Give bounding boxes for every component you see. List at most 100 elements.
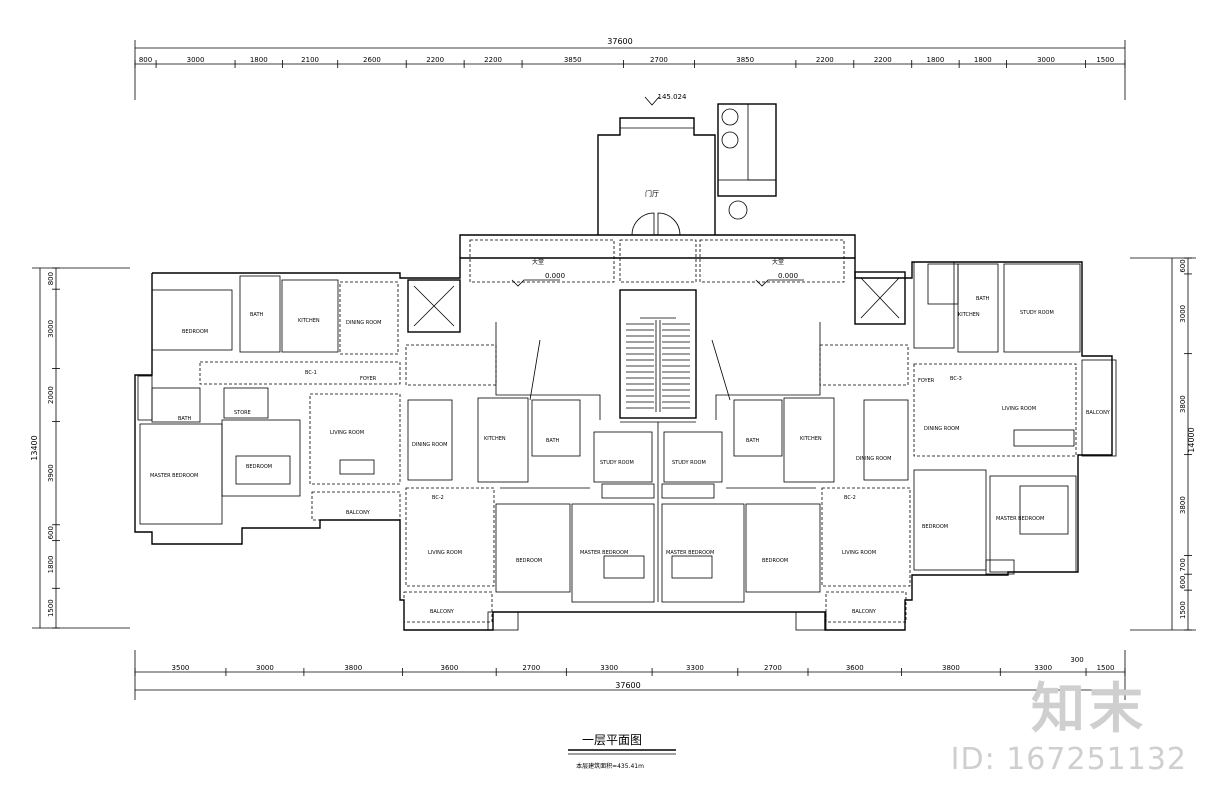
room-bedroom-bc2l: BEDROOM (516, 558, 542, 564)
right-dim-2: 3800 (1179, 395, 1187, 413)
room-dining-bc2r: DINING ROOM (856, 456, 891, 462)
lobby-right-label: 大堂 (772, 258, 784, 266)
room-balcony-bc3: BALCONY (1086, 410, 1111, 416)
top-dim-5: 2200 (426, 56, 444, 64)
bottom-dim-5: 3300 (600, 664, 618, 672)
top-dim-14: 3000 (1037, 56, 1055, 64)
room-balcony-bc2r: BALCONY (852, 609, 877, 615)
room-kitchen-bc1: KITCHEN (298, 318, 320, 324)
room-living-bc2r: LIVING ROOM (842, 550, 876, 556)
unit-tag-bc3: BC-3 (950, 376, 962, 382)
room-study-bc3: STUDY ROOM (1020, 310, 1054, 316)
top-dim-ticks: 800 3000 1800 2100 2600 2200 2200 3850 2700 3850 2… (134, 56, 1126, 68)
right-total-dim: 14000 (1187, 427, 1196, 452)
unit-bc1: BEDROOM BATH KITCHEN DINING ROOM BC-1 FO… (137, 275, 401, 525)
unit-tag-bc2l: BC-2 (432, 495, 444, 501)
entrance-block: 门厅 145.024 (597, 93, 777, 236)
elev-right: 0.000 (778, 272, 798, 280)
top-dim-8: 2700 (650, 56, 668, 64)
room-living-bc2l: LIVING ROOM (428, 550, 462, 556)
bottom-dim-6: 3300 (686, 664, 704, 672)
top-dim-15: 1500 (1096, 56, 1114, 64)
bottom-dim-7: 2700 (764, 664, 782, 672)
bottom-dim-11: 1500 (1097, 664, 1115, 672)
room-master-bc2l: MASTER BEDROOM (580, 550, 628, 556)
lobby-left-label: 大堂 (532, 258, 544, 266)
bottom-extra-dim: 300 (1070, 656, 1083, 664)
left-dim-5: 1800 (47, 556, 55, 574)
room-bedroom-bc3: BEDROOM (922, 524, 948, 530)
unit-tag-bc2r: BC-2 (844, 495, 856, 501)
room-bedroom2-bc1: BEDROOM (246, 464, 272, 470)
level-mark-top: 145.024 (658, 93, 687, 101)
elevator-left (407, 279, 461, 333)
left-dim-0: 800 (47, 272, 55, 285)
left-dim-4: 600 (47, 526, 55, 539)
room-bath-bc1: BATH (250, 312, 264, 318)
bottom-dim-8: 3600 (846, 664, 864, 672)
left-dim-2: 2000 (47, 386, 55, 404)
room-dining-bc3: DINING ROOM (924, 426, 959, 432)
room-kitchen-bc2r: KITCHEN (800, 436, 822, 442)
watermark-logo: 知末 (1031, 677, 1147, 740)
bottom-dim-4: 2700 (522, 664, 540, 672)
room-bedroom-bc2r: BEDROOM (762, 558, 788, 564)
top-dim-12: 1800 (927, 56, 945, 64)
room-foyer-bc1: FOYER (360, 376, 377, 382)
top-dim-0: 800 (139, 56, 152, 64)
bottom-dim-9: 3800 (942, 664, 960, 672)
unit-bc3: KITCHEN BATH STUDY ROOM BC-3 FOYER DININ… (913, 261, 1117, 575)
room-dining-bc2l: DINING ROOM (412, 442, 447, 448)
room-living-bc1: LIVING ROOM (330, 430, 364, 436)
top-dim-11: 2200 (874, 56, 892, 64)
top-dimension-chain: 37600 800 3000 1800 2100 2600 2200 2200 3850 270… (134, 37, 1126, 100)
room-living-bc3: LIVING ROOM (1002, 406, 1036, 412)
top-dim-10: 2200 (816, 56, 834, 64)
room-bath-bc2l: BATH (546, 438, 560, 444)
top-dim-1: 3000 (187, 56, 205, 64)
right-dim-4: 700 (1179, 558, 1187, 571)
drawing-title: 一层平面图 (582, 733, 642, 747)
title-block: 一层平面图 本层建筑面积=435.41m (568, 733, 676, 770)
unit-bc2-right: DINING ROOM KITCHEN BATH STUDY ROOM BC-2… (661, 344, 911, 631)
top-dim-6: 2200 (484, 56, 502, 64)
room-bath-bc3: BATH (976, 296, 990, 302)
top-dim-3: 2100 (301, 56, 319, 64)
room-foyer-bc3: FOYER (918, 378, 935, 384)
bottom-dim-3: 3600 (440, 664, 458, 672)
unit-tag-bc1: BC-1 (305, 370, 317, 376)
top-dim-13: 1800 (974, 56, 992, 64)
left-dim-ticks: 800 3000 2000 3900 600 1800 1500 (47, 267, 60, 629)
right-dim-6: 1500 (1179, 601, 1187, 619)
room-dining-bc1: DINING ROOM (346, 320, 381, 326)
watermark-id: ID: 167251132 (950, 742, 1187, 777)
bottom-dim-10: 3300 (1034, 664, 1052, 672)
room-bath-bc2r: BATH (746, 438, 760, 444)
elevator-right (854, 271, 906, 325)
room-master-bc2r: MASTER BEDROOM (666, 550, 714, 556)
room-kitchen-bc3: KITCHEN (958, 312, 980, 318)
top-dim-7: 3850 (564, 56, 582, 64)
bottom-dim-2: 3800 (344, 664, 362, 672)
bottom-total-dim: 37600 (615, 681, 640, 690)
stair-core (619, 289, 697, 419)
right-dim-3: 3800 (1179, 496, 1187, 514)
room-balcony-bc2l: BALCONY (430, 609, 455, 615)
lobby-bar: 大堂 大堂 0.000 0.000 (459, 234, 856, 287)
left-dim-6: 1500 (47, 599, 55, 617)
top-total-dim: 37600 (607, 37, 632, 46)
unit-bc2-left: DINING ROOM KITCHEN BATH STUDY ROOM BC-2… (403, 344, 655, 631)
top-dim-9: 3850 (736, 56, 754, 64)
room-store-bc1: STORE (234, 410, 251, 416)
left-dim-3: 3900 (47, 464, 55, 482)
room-kitchen-bc2l: KITCHEN (484, 436, 506, 442)
left-dim-1: 3000 (47, 320, 55, 338)
entrance-label: 门厅 (645, 189, 659, 198)
top-dim-4: 2600 (363, 56, 381, 64)
